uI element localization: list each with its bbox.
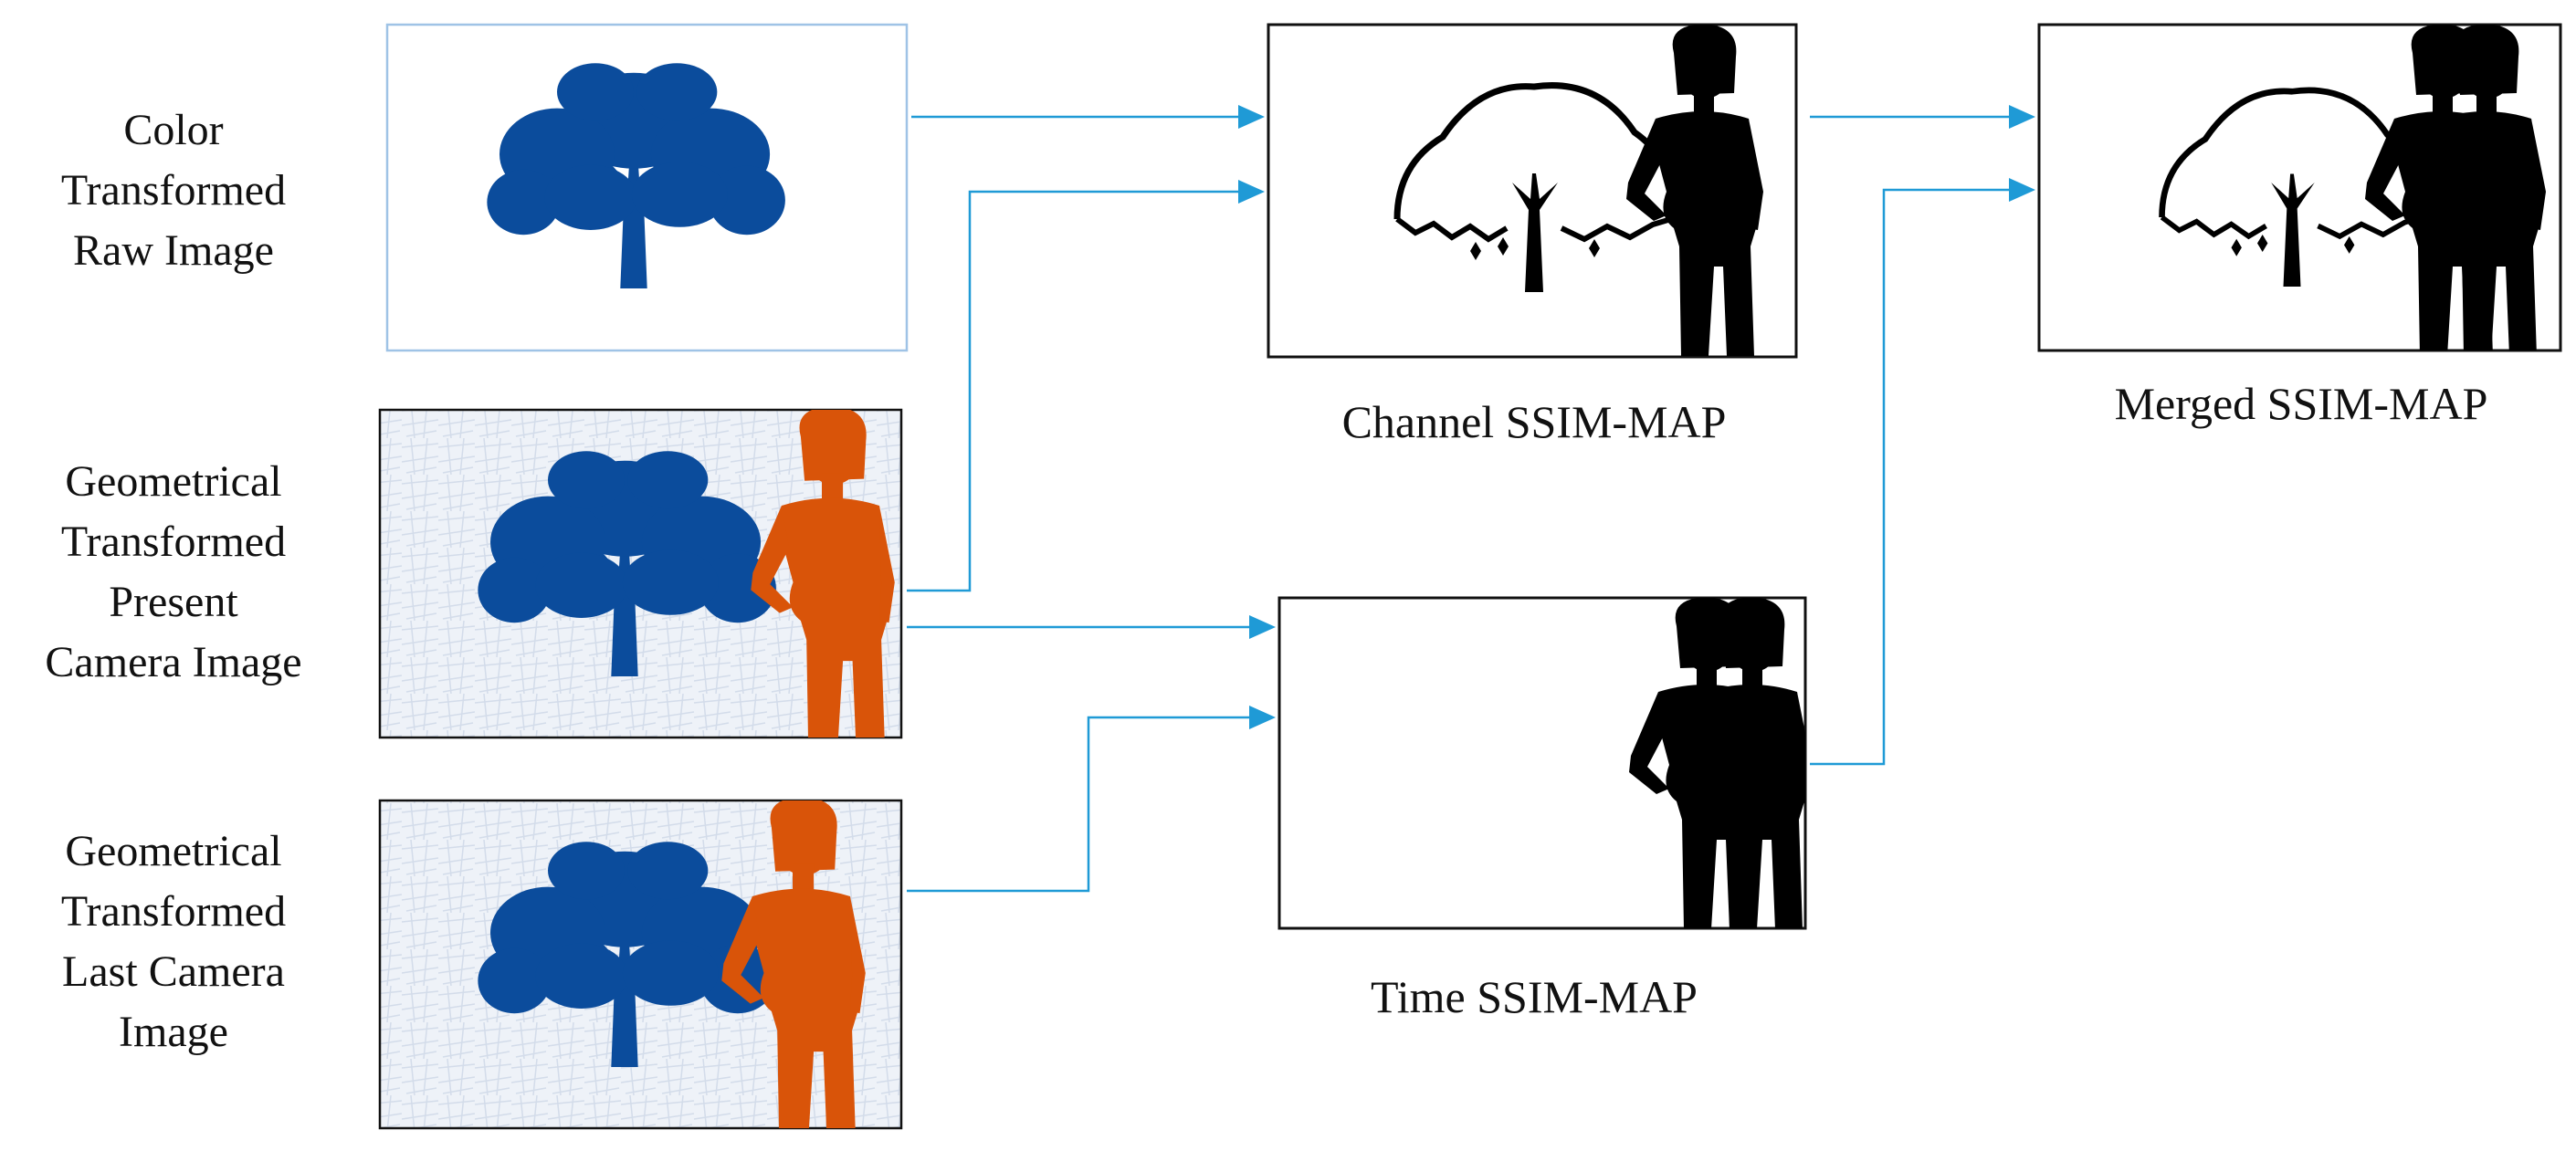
arrowhead-present-to-channel (1238, 180, 1265, 204)
label-last-camera-image: Geometrical Transformed Last Camera Imag… (60, 827, 287, 1056)
arrow-present-to-channel (907, 190, 1244, 592)
panel-channel-ssim-map (1267, 23, 1798, 359)
arrow-last-to-time (907, 716, 1255, 893)
caption-merged-ssim-map: Merged SSIM-MAP (2114, 378, 2488, 429)
arrowhead-time-to-merged (2009, 178, 2035, 202)
connector-arrows (907, 115, 2014, 893)
arrowhead-channel-to-merged (2009, 105, 2035, 129)
label-present-camera-image: Geometrical Transformed Present Camera I… (45, 457, 302, 686)
panel-time-ssim-map (1277, 596, 1807, 930)
label-color-raw-image: Color Transformed Raw Image (60, 106, 287, 275)
arrowhead-present-to-time (1249, 615, 1276, 639)
arrow-time-to-merged (1810, 188, 2014, 766)
panel-present-camera-image (378, 408, 903, 739)
panel-color-raw-image (385, 23, 909, 352)
arrowheads (1238, 105, 2035, 729)
panel-merged-ssim-map (2037, 23, 2562, 352)
caption-time-ssim-map: Time SSIM-MAP (1370, 971, 1698, 1022)
caption-channel-ssim-map: Channel SSIM-MAP (1341, 396, 1727, 447)
arrowhead-last-to-time (1249, 706, 1276, 729)
panel-last-camera-image (378, 799, 903, 1130)
arrowhead-raw-to-channel (1238, 105, 1265, 129)
